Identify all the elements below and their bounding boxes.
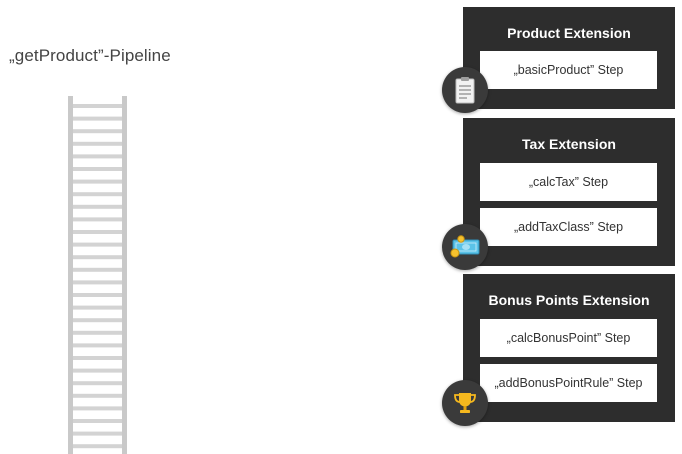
ladder-rung <box>73 104 122 108</box>
extension-title: Bonus Points Extension <box>488 292 650 308</box>
step-basic-product: „basicProduct” Step <box>480 51 657 89</box>
ladder-rung <box>73 204 122 209</box>
ladder-rung <box>73 154 122 159</box>
ladder-rung <box>73 242 122 247</box>
bonus-points-extension-box: Bonus Points Extension „calcBonusPoint” … <box>463 274 675 422</box>
ladder-rung <box>73 293 122 297</box>
step-add-tax-class: „addTaxClass” Step <box>480 208 657 246</box>
ladder-rung <box>73 230 122 234</box>
product-extension-box: Product Extension „basicProduct” Step <box>463 7 675 109</box>
extension-title: Product Extension <box>507 25 631 41</box>
ladder-rung <box>73 356 122 360</box>
ladder-rung <box>73 368 122 373</box>
ladder-rung <box>73 406 122 411</box>
pipeline-title: „getProduct”-Pipeline <box>9 46 171 65</box>
step-calc-bonus-point: „calcBonusPoint” Step <box>480 319 657 357</box>
ladder-rung <box>73 431 122 436</box>
ladder-rail-left <box>68 96 73 454</box>
ladder-rung <box>73 444 122 449</box>
clipboard-icon <box>442 67 488 113</box>
ladder-rung <box>73 393 122 398</box>
trophy-icon <box>442 380 488 426</box>
ladder-rung <box>73 318 122 323</box>
ladder-rung <box>73 343 122 348</box>
step-add-bonus-point-rule: „addBonusPointRule” Step <box>480 364 657 402</box>
ladder-rung <box>73 217 122 222</box>
ladder-rung <box>73 381 122 386</box>
ladder-rung <box>73 116 122 121</box>
tax-extension-box: Tax Extension „calcTax” Step „addTaxClas… <box>463 118 675 266</box>
extension-title: Tax Extension <box>522 136 616 152</box>
ladder-rail-right <box>122 96 127 454</box>
ladder-rung <box>73 330 122 335</box>
ladder-rung <box>73 129 122 134</box>
ladder-rung <box>73 141 122 146</box>
ladder-rung <box>73 267 122 272</box>
ladder-rung <box>73 305 122 310</box>
ladder-rung <box>73 419 122 423</box>
ladder-rung <box>73 167 122 171</box>
ladder-rung <box>73 192 122 197</box>
ladder-rung <box>73 280 122 285</box>
ladder-rung <box>73 179 122 184</box>
ladder-rung <box>73 255 122 260</box>
step-calc-tax: „calcTax” Step <box>480 163 657 201</box>
money-bill-icon <box>442 224 488 270</box>
pipeline-ladder <box>68 96 127 454</box>
